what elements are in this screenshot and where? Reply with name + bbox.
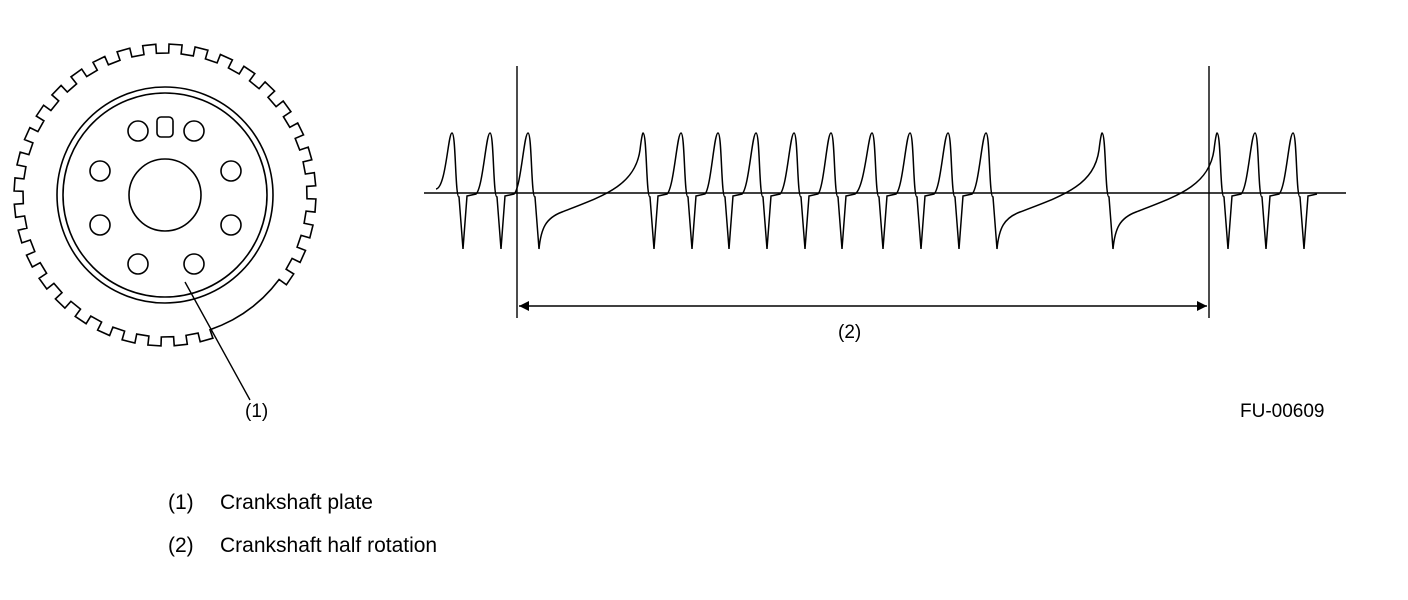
figure-id: FU-00609: [1240, 401, 1325, 422]
plate-key-slot: [156, 116, 174, 138]
plate-bolt-hole: [89, 214, 111, 236]
legend-item-1: (1) Crankshaft plate: [168, 492, 373, 513]
plate-tooth-ring: [13, 43, 317, 347]
plate-bolt-hole: [89, 160, 111, 182]
plate-bolt-hole: [183, 253, 205, 275]
callout-2-label: (2): [838, 322, 862, 343]
crank-signal-waveform: [435, 132, 1318, 250]
plate-bolt-hole: [220, 214, 242, 236]
legend-item-text: Crankshaft plate: [220, 491, 373, 514]
legend-item-text: Crankshaft half rotation: [220, 534, 438, 557]
legend-item-number: (1): [168, 491, 194, 514]
plate-bolt-hole: [220, 160, 242, 182]
plate-center-hole: [128, 158, 202, 232]
plate-bolt-hole: [183, 120, 205, 142]
plate-bolt-hole: [127, 253, 149, 275]
plate-outer-rim: [56, 86, 274, 304]
plate-bolt-hole: [127, 120, 149, 142]
callout-1-leader: [184, 281, 251, 401]
signal-waveform-group: [424, 66, 1346, 318]
crankshaft-plate: [13, 43, 317, 347]
legend-item-number: (2): [168, 534, 194, 557]
legend-item-2: (2) Crankshaft half rotation: [168, 535, 437, 556]
plate-inner-rim: [62, 92, 268, 298]
callout-1-label: (1): [245, 401, 269, 422]
